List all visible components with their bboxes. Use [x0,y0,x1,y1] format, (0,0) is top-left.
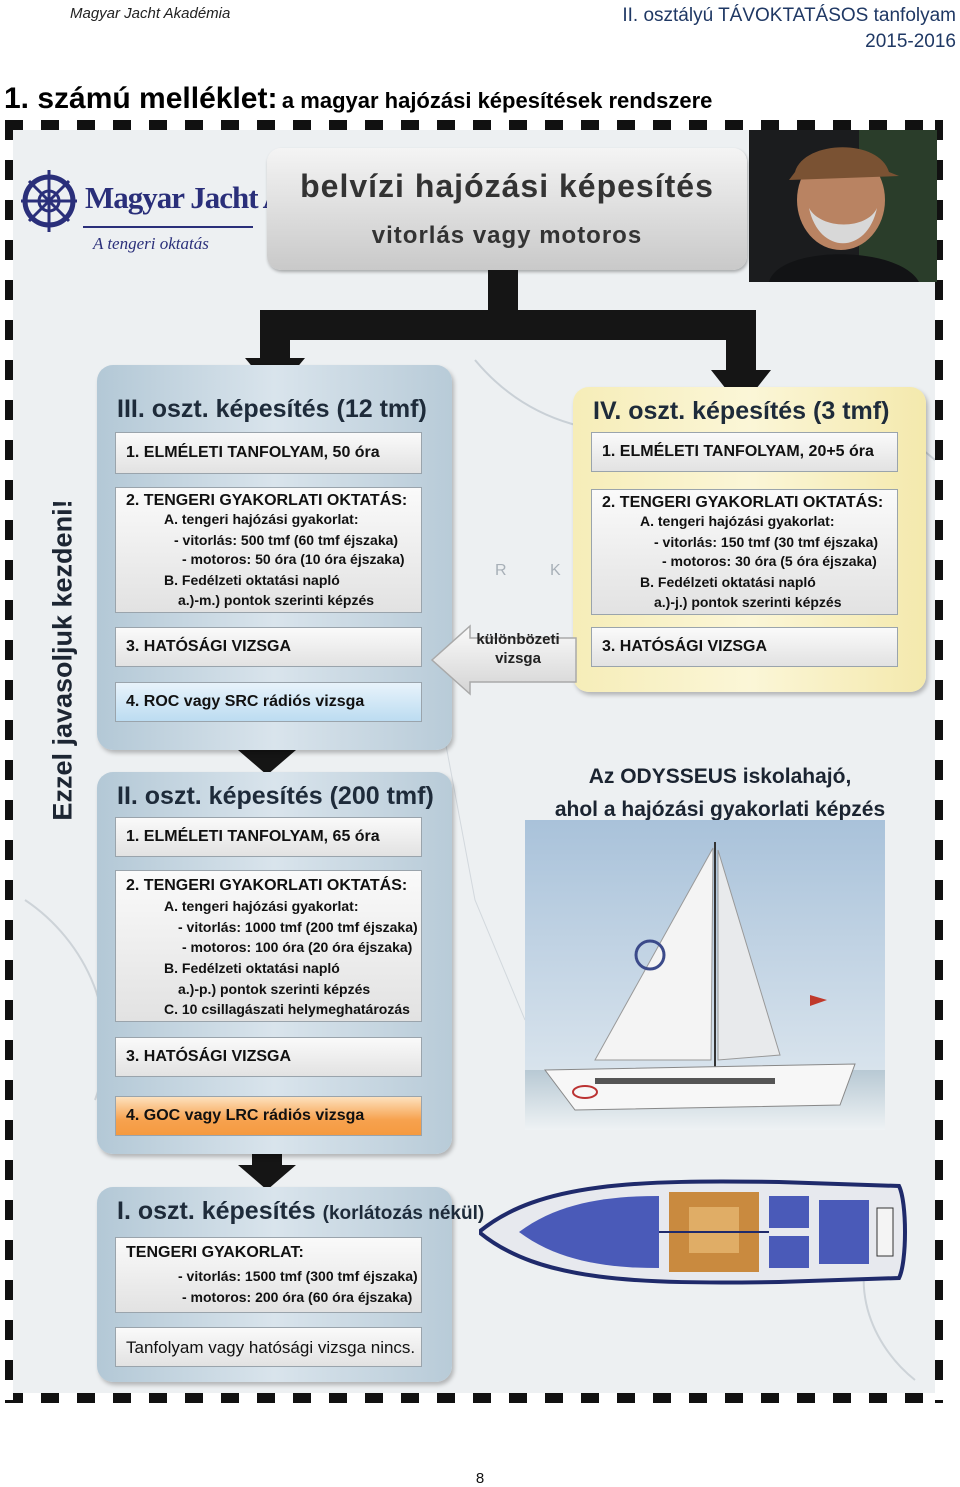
header-year: 2015-2016 [865,31,956,52]
qualification-poster: R K Magyar Jacht Akadémia A tengeri okta… [5,120,943,1403]
class-2-exam: 3. HATÓSÁGI VIZSGA [115,1037,422,1077]
svg-text:K: K [550,562,561,579]
sailboat-photo [525,820,885,1130]
boat-deck-plan [479,1179,907,1285]
class-2-title: II. oszt. képesítés (200 tmf) [117,782,434,810]
header-left: Magyar Jacht Akadémia [70,5,231,22]
class-3-panel: III. oszt. képesítés (12 tmf) 1. ELMÉLET… [97,365,452,750]
frame-right [935,120,943,1403]
class-2-practice: 2. TENGERI GYAKORLATI OKTATÁS: A. tenger… [115,870,422,1022]
svg-text:R: R [495,562,507,579]
instructor-photo [749,130,937,282]
logo-divider [83,226,253,228]
class-1-note: Tanfolyam vagy hatósági vizsga nincs. [115,1327,422,1367]
class-4-practice: 2. TENGERI GYAKORLATI OKTATÁS: A. tenger… [591,489,898,615]
class-3-exam: 3. HATÓSÁGI VIZSGA [115,627,422,667]
class-3-theory: 1. ELMÉLETI TANFOLYAM, 50 óra [115,432,422,474]
difference-exam-arrow [430,624,577,696]
class-3-title: III. oszt. képesítés (12 tmf) [117,395,427,423]
frame-top [5,120,943,130]
header-course: II. osztályú TÁVOKTATÁSOS tanfolyam [622,5,956,26]
difference-exam-label: különbözeti vizsga [476,631,560,667]
class-2-panel: II. oszt. képesítés (200 tmf) 1. ELMÉLET… [97,772,452,1154]
anchor-wheel-icon [21,170,77,232]
title-sub: a magyar hajózási képesítések rendszere [281,88,713,113]
class-3-practice: 2. TENGERI GYAKORLATI OKTATÁS: A. tenger… [115,487,422,613]
class-1-panel: I. oszt. képesítés (korlátozás nékül) TE… [97,1187,484,1382]
class-3-radio-exam: 4. ROC vagy SRC rádiós vizsga [115,682,422,722]
page-title: 1. számú melléklet: a magyar hajózási ké… [4,82,712,116]
class-1-practice: TENGERI GYAKORLAT: - vitorlás: 1500 tmf … [115,1237,422,1313]
class-4-title: IV. oszt. képesítés (3 tmf) [593,397,890,425]
class-4-theory: 1. ELMÉLETI TANFOLYAM, 20+5 óra [591,432,898,472]
class-4-exam: 3. HATÓSÁGI VIZSGA [591,627,898,667]
flow-arrows [238,270,771,1190]
header-right: II. osztályú TÁVOKTATÁSOS tanfolyam 2015… [622,3,956,55]
title-main: 1. számú melléklet: [4,82,278,115]
inland-qualification-box: belvízi hajózási képesítés vitorlás vagy… [267,148,747,270]
class-2-theory: 1. ELMÉLETI TANFOLYAM, 65 óra [115,817,422,857]
inland-title: belvízi hajózási képesítés [300,168,714,204]
class-2-radio-exam: 4. GOC vagy LRC rádiós vizsga [115,1096,422,1136]
page-number: 8 [475,1470,485,1487]
start-here-note: Ezzel javasoljuk kezdeni! [47,499,78,821]
logo-tagline: A tengeri oktatás [93,234,209,253]
frame-left [5,120,13,1403]
frame-bottom [5,1393,943,1403]
inland-subtitle: vitorlás vagy motoros [371,222,643,249]
class-1-title: I. oszt. képesítés (korlátozás nékül) [117,1197,485,1225]
academy-logo: Magyar Jacht Akadémia A tengeri oktatás [19,164,392,269]
class-4-panel: IV. oszt. képesítés (3 tmf) 1. ELMÉLETI … [573,387,926,692]
